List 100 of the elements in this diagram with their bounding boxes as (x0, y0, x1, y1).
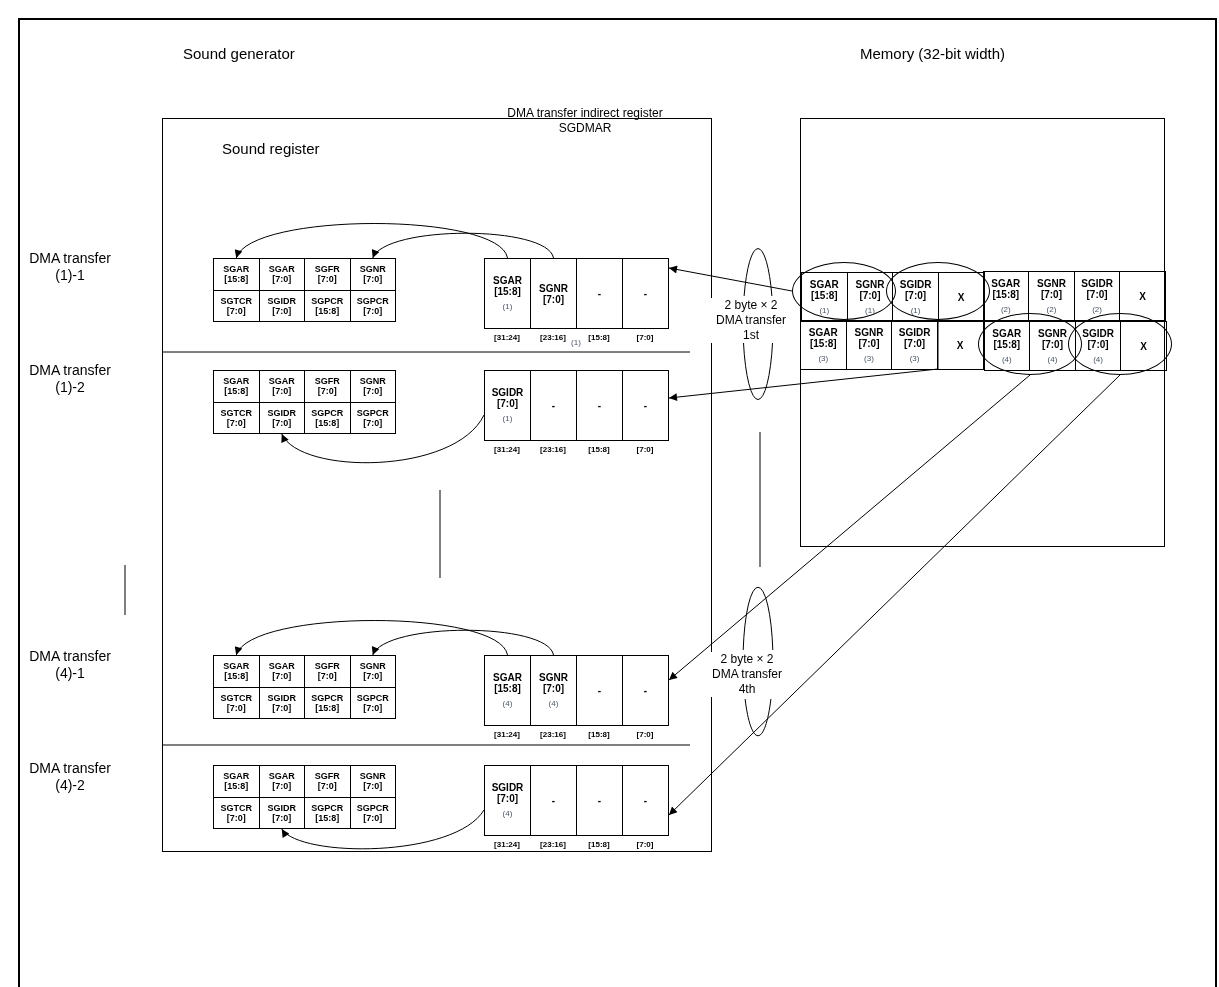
memory-cell (983, 321, 1031, 371)
register-cell (213, 258, 260, 291)
register-cell (622, 258, 669, 329)
arrow (372, 629, 554, 656)
register-name: SGIDR [7:0] (266, 407, 297, 428)
bit-range-label: [23:16] (539, 840, 567, 850)
register-name: SGAR [15:8] (991, 327, 1023, 350)
register-cell (349, 796, 396, 829)
sequence-number: (3) (909, 353, 920, 364)
memory-cell (937, 272, 985, 322)
register-name: SGFR [7:0] (313, 661, 341, 682)
register-name: SGAR [15:8] (222, 771, 251, 792)
register-name: - (643, 795, 648, 806)
register-name: SGPCR [15:8] (310, 692, 345, 713)
register-name: SGNR [7:0] (1037, 327, 1068, 350)
arrow (281, 809, 485, 850)
register-name: SGPCR [15:8] (310, 407, 345, 428)
register-cell (349, 370, 396, 403)
arrow (372, 232, 554, 259)
register-name: SGPCR [7:0] (355, 692, 390, 713)
sequence-number: (4) (548, 699, 559, 709)
register-name: SGAR [15:8] (990, 277, 1022, 300)
memory-cell (891, 320, 938, 370)
sequence-number: (1) (819, 305, 830, 316)
register-name: SGAR [15:8] (808, 278, 840, 301)
memory-cell (845, 320, 893, 370)
register-name: SGIDR [7:0] (490, 387, 525, 409)
step-label: DMA transfer (1)-1 (28, 250, 112, 284)
register-name: - (551, 795, 556, 806)
register-heading: Sound register (222, 140, 321, 158)
bit-range-label: [7:0] (635, 730, 655, 740)
register-name: SGIDR [7:0] (1081, 327, 1115, 350)
arrow (668, 374, 1031, 681)
bit-range-label: [15:8] (587, 445, 611, 455)
register-cell (213, 370, 260, 403)
register-cell (349, 765, 396, 798)
register-heading: DMA transfer indirect register SGDMAR (506, 106, 664, 136)
register-cell (349, 258, 396, 291)
register-name: X (957, 291, 965, 303)
memory-cell (1073, 271, 1121, 321)
register-name: SGNR [7:0] (854, 278, 886, 301)
register-name: - (643, 400, 648, 411)
register-name: SGAR [15:8] (807, 326, 839, 349)
register-cell (530, 258, 577, 329)
register-name: SGIDR [7:0] (266, 295, 297, 316)
register-cell (484, 765, 531, 836)
panel-heading: Memory (32-bit width) (860, 45, 1006, 63)
register-cell (484, 258, 531, 329)
register-name: SGAR [7:0] (267, 264, 296, 285)
arrow (668, 319, 939, 402)
register-name: SGIDR [7:0] (266, 692, 297, 713)
register-cell (622, 370, 669, 441)
register-name: SGNR [7:0] (538, 672, 569, 694)
register-name: SGTCR [7:0] (219, 407, 253, 428)
register-cell (530, 370, 577, 441)
register-cell (576, 765, 623, 836)
memory-cell (1120, 321, 1167, 371)
register-name: SGNR [7:0] (358, 771, 387, 792)
sequence-number: (4) (1047, 354, 1058, 365)
register-name: - (597, 685, 602, 696)
register-cell (213, 686, 260, 719)
register-name: - (597, 400, 602, 411)
bit-range-label: [7:0] (635, 445, 655, 455)
register-cell (349, 401, 396, 434)
sequence-number: (1) (502, 302, 513, 312)
register-name: SGAR [15:8] (222, 264, 251, 285)
register-name: SGNR [7:0] (358, 661, 387, 682)
register-name: SGTCR [7:0] (219, 802, 253, 823)
register-name: X (1139, 290, 1146, 302)
sequence-number: (1) (910, 305, 921, 316)
register-cell (484, 370, 531, 441)
bit-range-label: [15:8] (587, 730, 611, 740)
memory-cell (1029, 321, 1076, 371)
register-cell (213, 289, 260, 322)
register-name: SGAR [7:0] (267, 376, 296, 397)
register-name: SGAR [15:8] (492, 275, 523, 297)
bit-range-label: [31:24] (493, 730, 521, 740)
bit-range-label: [7:0] (635, 333, 655, 343)
register-name: SGIDR [7:0] (898, 278, 933, 301)
sequence-number: (3) (864, 353, 874, 364)
register-name: - (551, 400, 556, 411)
register-cell (484, 655, 531, 726)
register-cell (213, 796, 260, 829)
sequence-number: (2) (1000, 304, 1011, 315)
register-name: SGNR [7:0] (538, 282, 569, 305)
register-name: SGAR [15:8] (222, 661, 251, 682)
bit-range-label: [15:8] (587, 840, 611, 850)
memory-cell (800, 320, 847, 370)
memory-cell (1119, 271, 1166, 321)
arrow (668, 374, 1121, 816)
register-cell (213, 765, 260, 798)
sequence-number: (4) (502, 809, 513, 819)
register-name: - (643, 288, 648, 299)
register-cell (576, 370, 623, 441)
register-name: SGIDR [7:0] (1080, 277, 1114, 300)
register-name: SGNR [7:0] (358, 376, 387, 397)
register-name: SGAR [15:8] (492, 672, 523, 694)
sequence-number: (1) (570, 338, 582, 348)
bit-range-label: [23:16] (539, 730, 567, 740)
register-name: - (643, 685, 648, 696)
